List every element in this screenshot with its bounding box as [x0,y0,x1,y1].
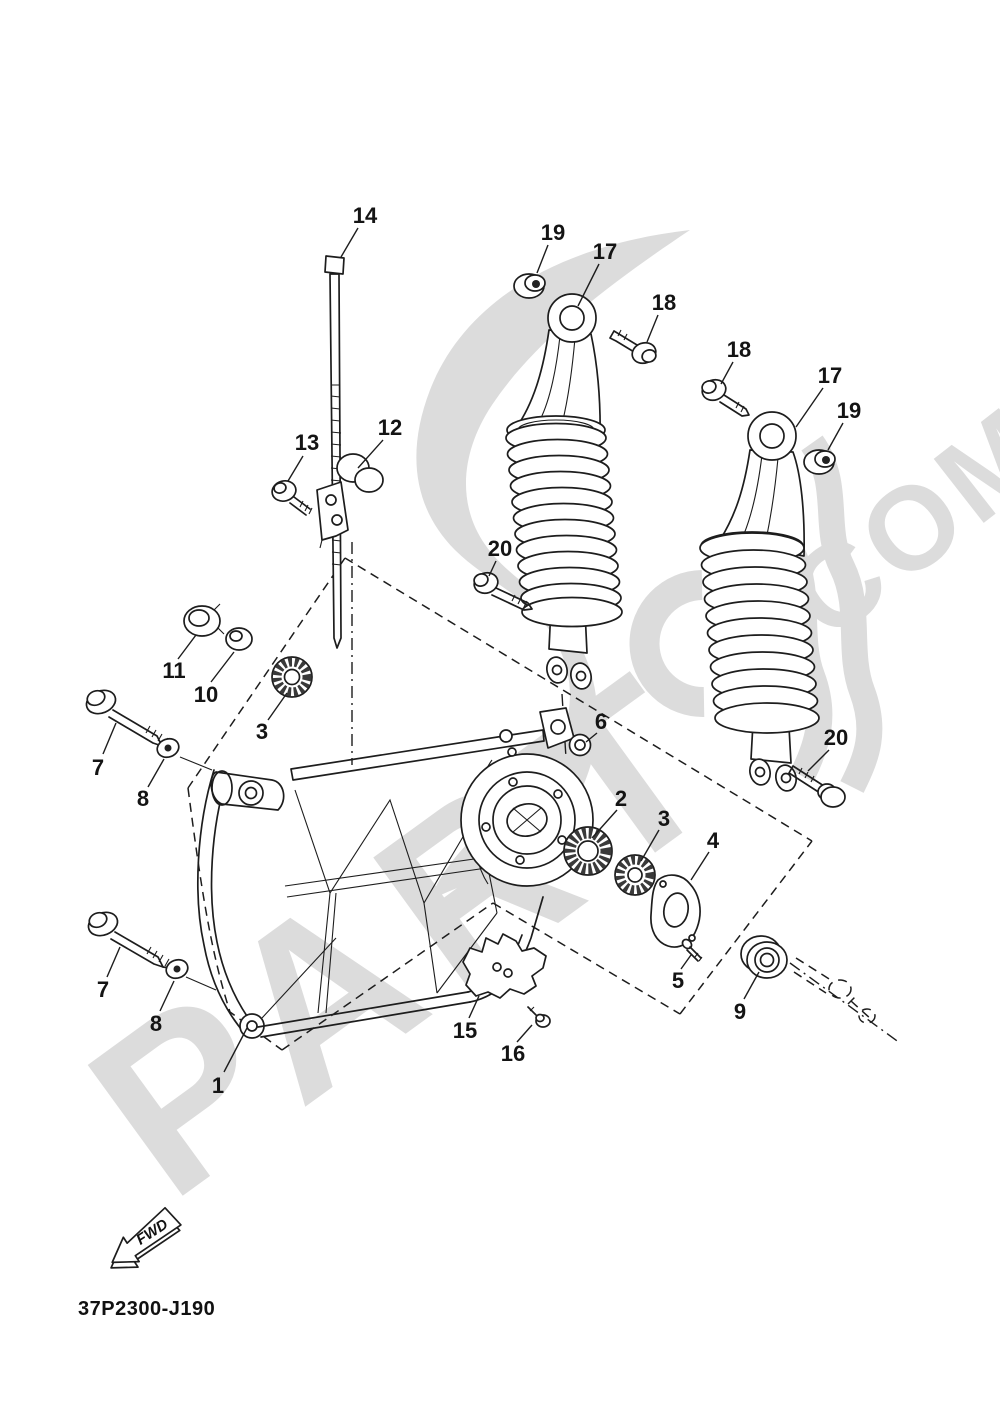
callout-16: 16 [501,1041,525,1066]
bolt-20-right [788,765,846,808]
callout-19-right: 19 [837,398,861,423]
oil-seal-3-right [614,854,656,896]
bushing-9 [740,935,788,979]
callout-3-left: 3 [256,719,268,744]
bolt-13 [271,480,313,516]
callout-20-left: 20 [488,536,512,561]
shock-absorber-left [505,293,623,690]
swingarm [197,707,594,1039]
callout-18-right: 18 [727,337,751,362]
oil-seal-3-left [271,656,313,698]
washer-8-upper [156,737,180,759]
callout-10: 10 [194,682,218,707]
spacer-10 [225,627,253,651]
bolt-18-right [701,378,750,417]
washer-6 [568,733,592,757]
callout-11: 11 [162,658,185,683]
screw-5 [681,938,703,962]
nut-19-left [513,273,546,299]
callout-labels: 1 2 3 3 4 5 6 7 7 8 8 9 10 11 12 13 14 1… [92,203,861,1098]
hidden-adjuster-parts [793,957,876,1024]
callout-14: 14 [353,203,378,228]
callout-17-left: 17 [593,239,617,264]
retainer-plate-4 [650,874,701,948]
callout-7-upper: 7 [92,755,104,780]
construction-lines [179,542,901,1051]
guard-bracket-15 [462,933,547,999]
callout-1: 1 [212,1073,224,1098]
callout-8-upper: 8 [137,786,149,811]
callout-5: 5 [672,968,684,993]
nut-19-right [803,449,836,475]
callout-6: 6 [595,709,607,734]
callout-15: 15 [453,1018,477,1043]
callout-20-right: 20 [824,725,848,750]
cable-tie-14 [324,255,345,649]
callout-19-left: 19 [541,220,565,245]
callout-9: 9 [734,999,746,1024]
callout-4: 4 [707,828,720,853]
pivot-bolt-7-upper [85,689,177,750]
callout-12: 12 [378,415,402,440]
callout-2: 2 [615,786,627,811]
watermark: PART .COM [45,230,1000,1245]
bolt-18-left [609,329,657,365]
fwd-arrow: FWD [110,1206,182,1269]
bolt-20-left [473,571,533,611]
bearing-2 [563,826,613,876]
callout-3-right: 3 [658,806,670,831]
callout-13: 13 [295,430,319,455]
shock-absorber-right [699,411,820,792]
callout-7-lower: 7 [97,977,109,1002]
bolt-16 [527,1006,551,1028]
callout-8-lower: 8 [150,1011,162,1036]
bushing-11 [183,603,225,637]
part-code: 37P2300-J190 [78,1298,215,1320]
leader-lines [102,227,844,1073]
callout-18-left: 18 [652,290,676,315]
bracket-12 [316,453,384,549]
callout-17-right: 17 [818,363,842,388]
washer-8-lower [165,958,189,980]
